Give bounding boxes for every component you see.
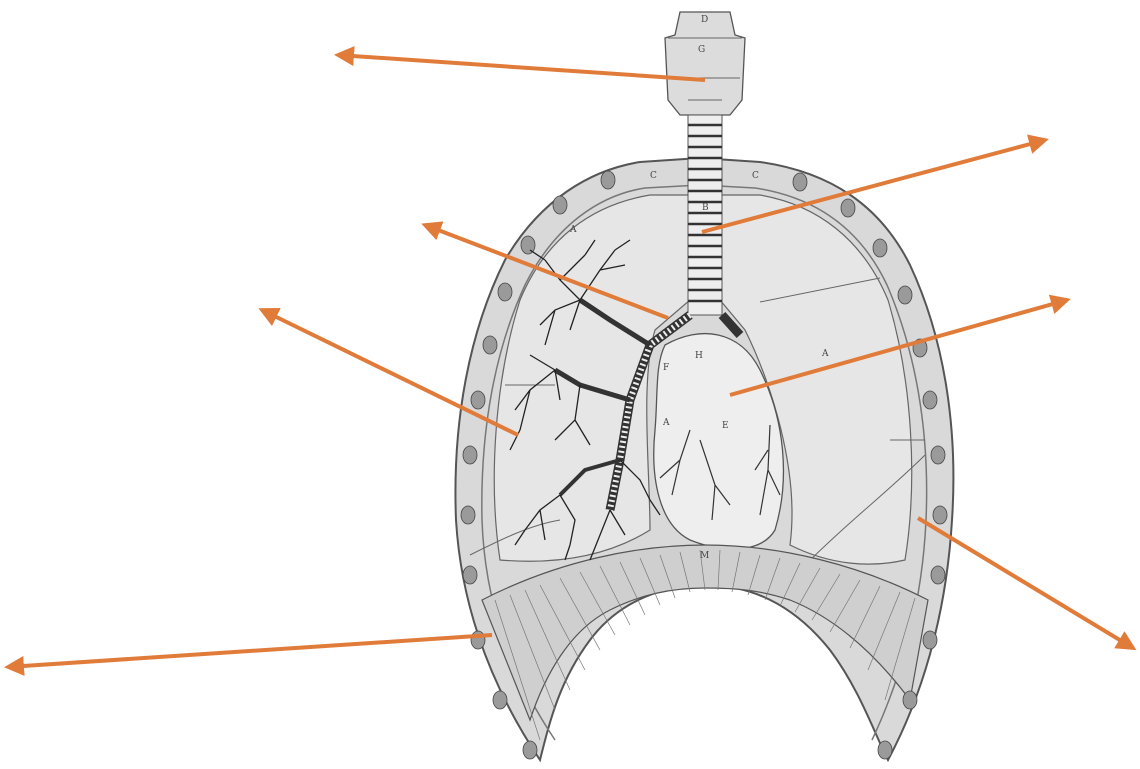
letter-clavicle-left: C xyxy=(650,171,657,181)
thorax xyxy=(455,12,953,760)
arrow-lung xyxy=(918,518,1133,648)
letter-trachea: B xyxy=(702,203,709,213)
letter-diaphragm: M xyxy=(700,551,709,561)
letter-heart-f: F xyxy=(663,363,669,373)
arrow-diaphragm xyxy=(8,635,492,667)
letter-lung-left-low: A xyxy=(662,418,670,428)
letter-heart-e: E xyxy=(722,421,729,431)
trachea xyxy=(688,115,722,315)
letter-clavicle-right: C xyxy=(752,171,759,181)
letter-larynx-mid: G xyxy=(698,45,705,55)
letter-lung-right-mid: A xyxy=(821,349,829,359)
arrow-larynx xyxy=(338,55,705,80)
letter-larynx-top: D xyxy=(701,15,708,25)
letter-heart-h: H xyxy=(695,351,703,361)
letter-lung-left-top: A xyxy=(569,225,577,235)
